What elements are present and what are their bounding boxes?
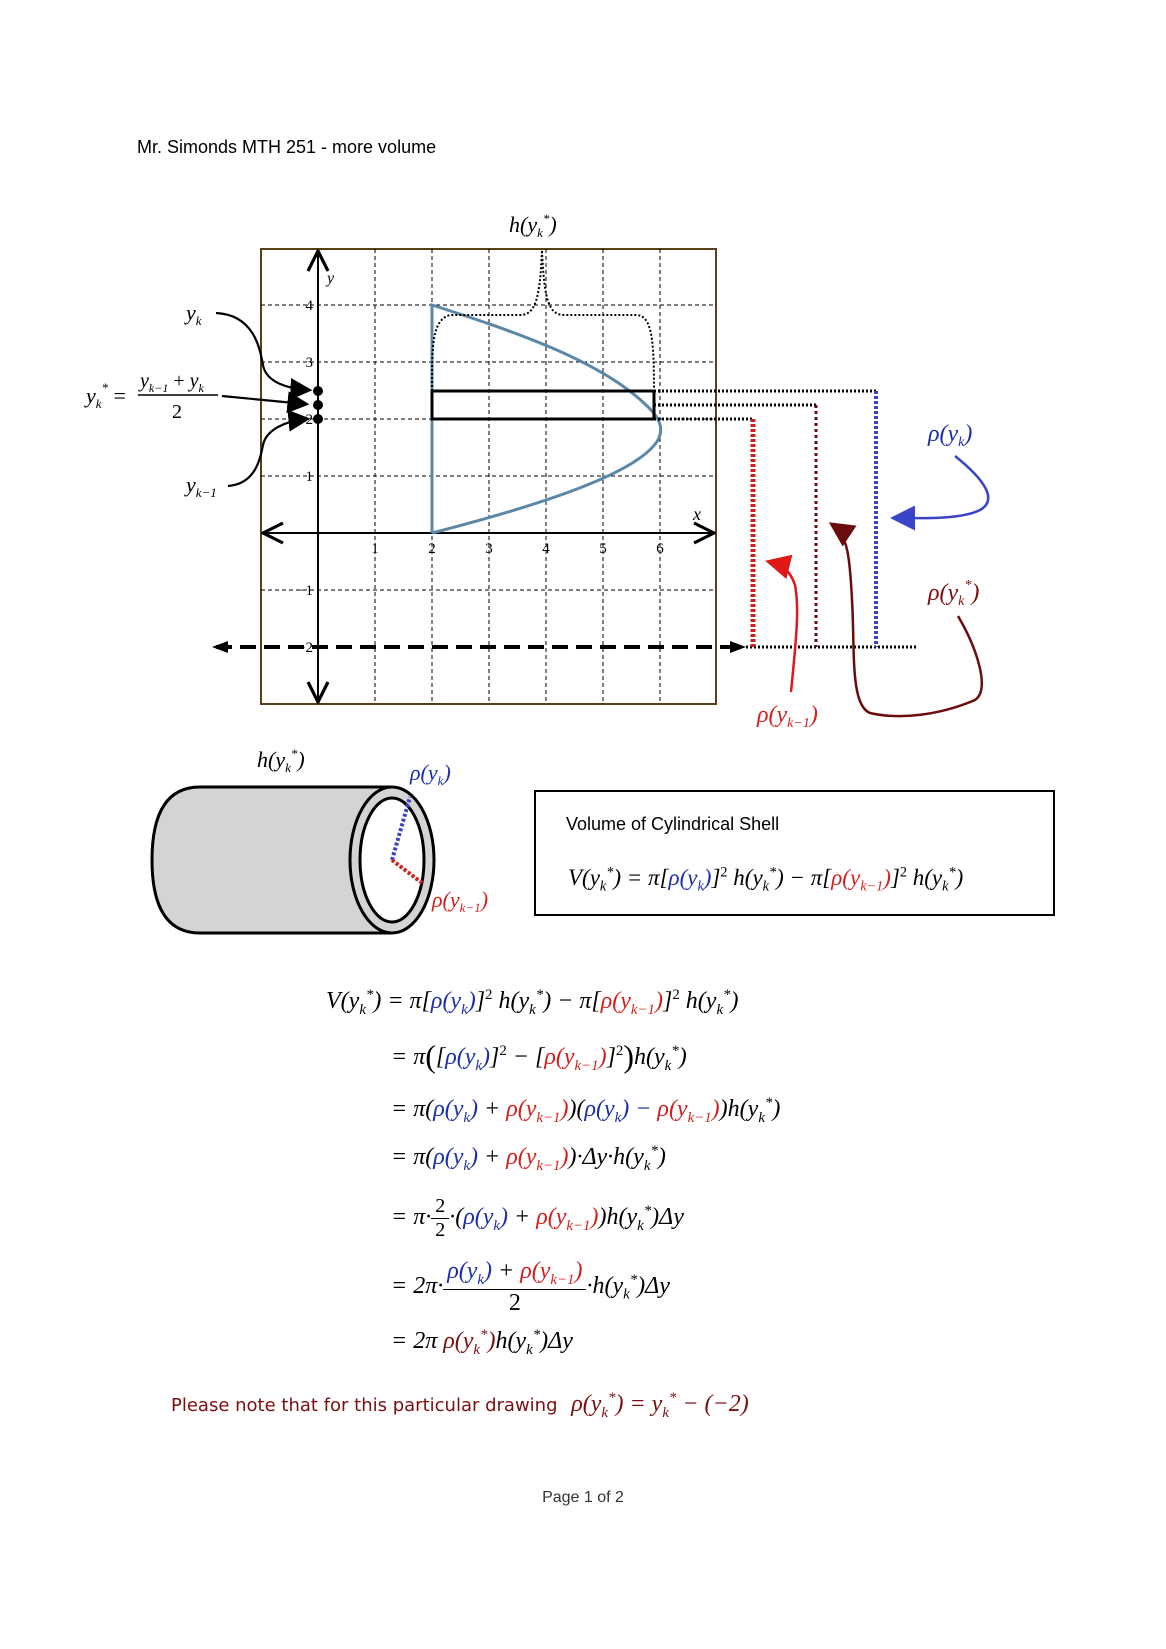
svg-text:2: 2 (428, 541, 436, 557)
label-y-k-star: yk* = (84, 380, 126, 411)
point-y-k (313, 386, 323, 396)
outer-radius (390, 796, 412, 861)
cylinder-outer-radius-label: ρ(yk) (409, 760, 451, 788)
svg-text:3: 3 (485, 541, 493, 557)
derivation-line-1: V(yk*) = π[ρ(yk)]2 h(yk*) − π[ρ(yk−1)]2 … (326, 987, 739, 1018)
cylinder-inner-radius-label: ρ(yk−1) (431, 887, 488, 915)
formula-box-title: Volume of Cylindrical Shell (566, 814, 780, 834)
svg-text:2: 2 (306, 412, 314, 428)
height-label-top: h(yk*) (509, 211, 557, 240)
note-formula: ρ(yk*) = yk* − (−2) (571, 1390, 749, 1421)
label-y-k: yk (184, 300, 202, 328)
derivation-line-4: = π(ρ(yk) + ρ(yk−1))·Δy·h(yk*) (391, 1143, 666, 1174)
cylindrical-shell-diagram: h(yk*) ρ(yk) ρ(yk−1) (150, 746, 488, 935)
label-y-k-star-denominator: 2 (172, 401, 182, 423)
formula-box-equation: V(yk*) = π[ρ(yk)]2 h(yk*) − π[ρ(yk−1)]2 … (568, 864, 964, 895)
note-text: Please note that for this particular dra… (171, 1395, 558, 1416)
svg-text:−2: −2 (297, 640, 313, 656)
y-axis-label: y (325, 270, 335, 287)
page-title: Mr. Simonds MTH 251 - more volume (137, 137, 437, 157)
label-rho-y-k-star: ρ(yk*) (927, 578, 979, 609)
point-y-k-minus-1 (313, 414, 323, 424)
formula-box: Volume of Cylindrical Shell V(yk*) = π[ρ… (534, 790, 1055, 916)
label-y-k-star-numerator: yk−1 + yk (138, 370, 205, 395)
note: Please note that for this particular dra… (171, 1390, 749, 1422)
label-y-k-minus-1: yk−1 (184, 472, 217, 500)
inner-radius (390, 858, 424, 885)
derivation-line-6: = 2π·ρ(yk) + ρ(yk−1)2·h(yk*)Δy (391, 1258, 670, 1316)
x-tick-labels: 1 2 3 4 5 6 (371, 541, 664, 557)
derivation-line-3: = π(ρ(yk) + ρ(yk−1))(ρ(yk) − ρ(yk−1))h(y… (391, 1095, 781, 1126)
svg-text:4: 4 (542, 541, 550, 557)
shell-method-graph: 1 2 3 4 5 6 4 3 2 1 −1 −2 x y h(yk*) yk yk* = yk… (84, 211, 990, 731)
grid-lines (261, 249, 716, 704)
svg-text:3: 3 (306, 355, 314, 371)
derivation-line-2: = π([ρ(yk)]2 − [ρ(yk−1)]2)h(yk*) (391, 1038, 687, 1074)
x-axis-label: x (692, 504, 701, 524)
svg-text:1: 1 (371, 541, 379, 557)
derivation-line-7: = 2π ρ(yk*)h(yk*)Δy (391, 1327, 573, 1358)
region-curve (430, 302, 663, 535)
cylinder-height-label: h(yk*) (257, 746, 305, 775)
svg-text:4: 4 (306, 298, 314, 314)
label-rho-y-k-minus-1: ρ(yk−1) (756, 702, 818, 731)
svg-text:5: 5 (599, 541, 607, 557)
page-number: Page 1 of 2 (542, 1489, 624, 1506)
svg-text:1: 1 (306, 469, 314, 485)
point-y-k-star (313, 400, 323, 410)
svg-text:−1: −1 (297, 583, 313, 599)
svg-text:6: 6 (656, 541, 664, 557)
label-rho-y-k: ρ(yk) (927, 421, 972, 450)
